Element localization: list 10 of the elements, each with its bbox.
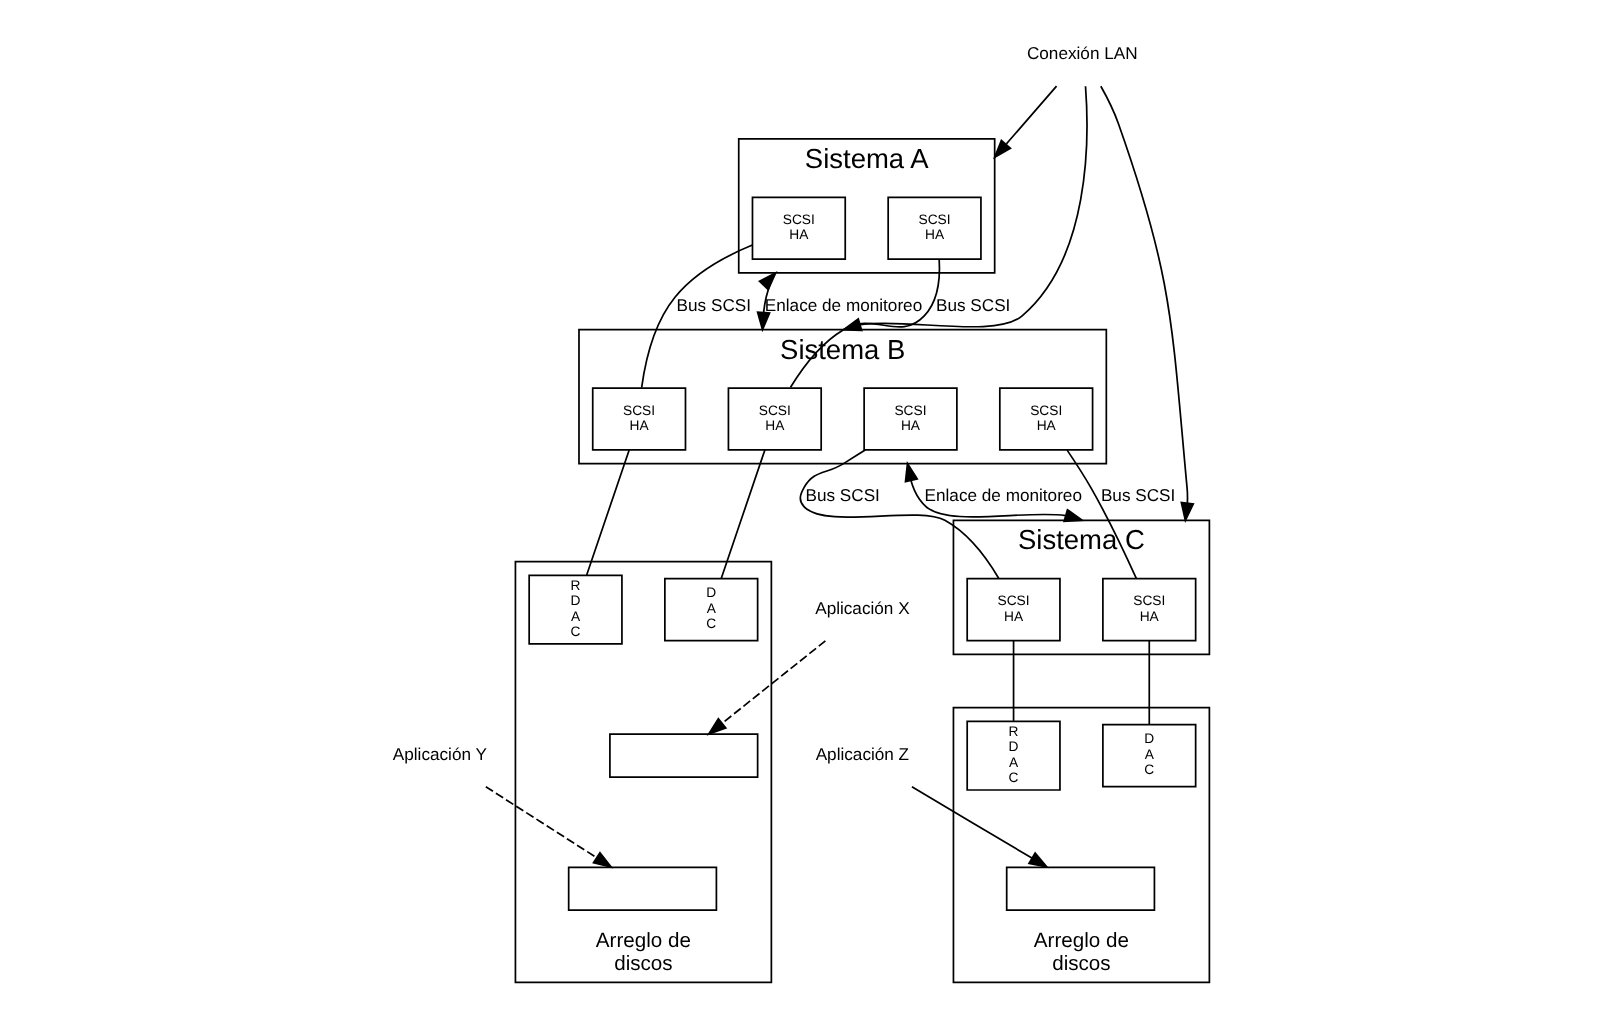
edge-label: Bus SCSI: [1100, 485, 1176, 506]
node-text: Aplicación Y: [392, 743, 487, 764]
edge-label: Enlace de monitoreo: [924, 485, 1082, 506]
edge-label: Bus SCSI: [805, 485, 880, 506]
edge-label: Bus SCSI: [676, 294, 752, 315]
node-text: Conexión LAN: [1026, 43, 1138, 64]
node-text: Aplicación X: [815, 597, 910, 618]
node-text: Aplicación Z: [815, 743, 910, 764]
edge-label: Enlace de monitoreo: [764, 294, 923, 315]
edge-label: Bus SCSI: [936, 294, 1011, 315]
